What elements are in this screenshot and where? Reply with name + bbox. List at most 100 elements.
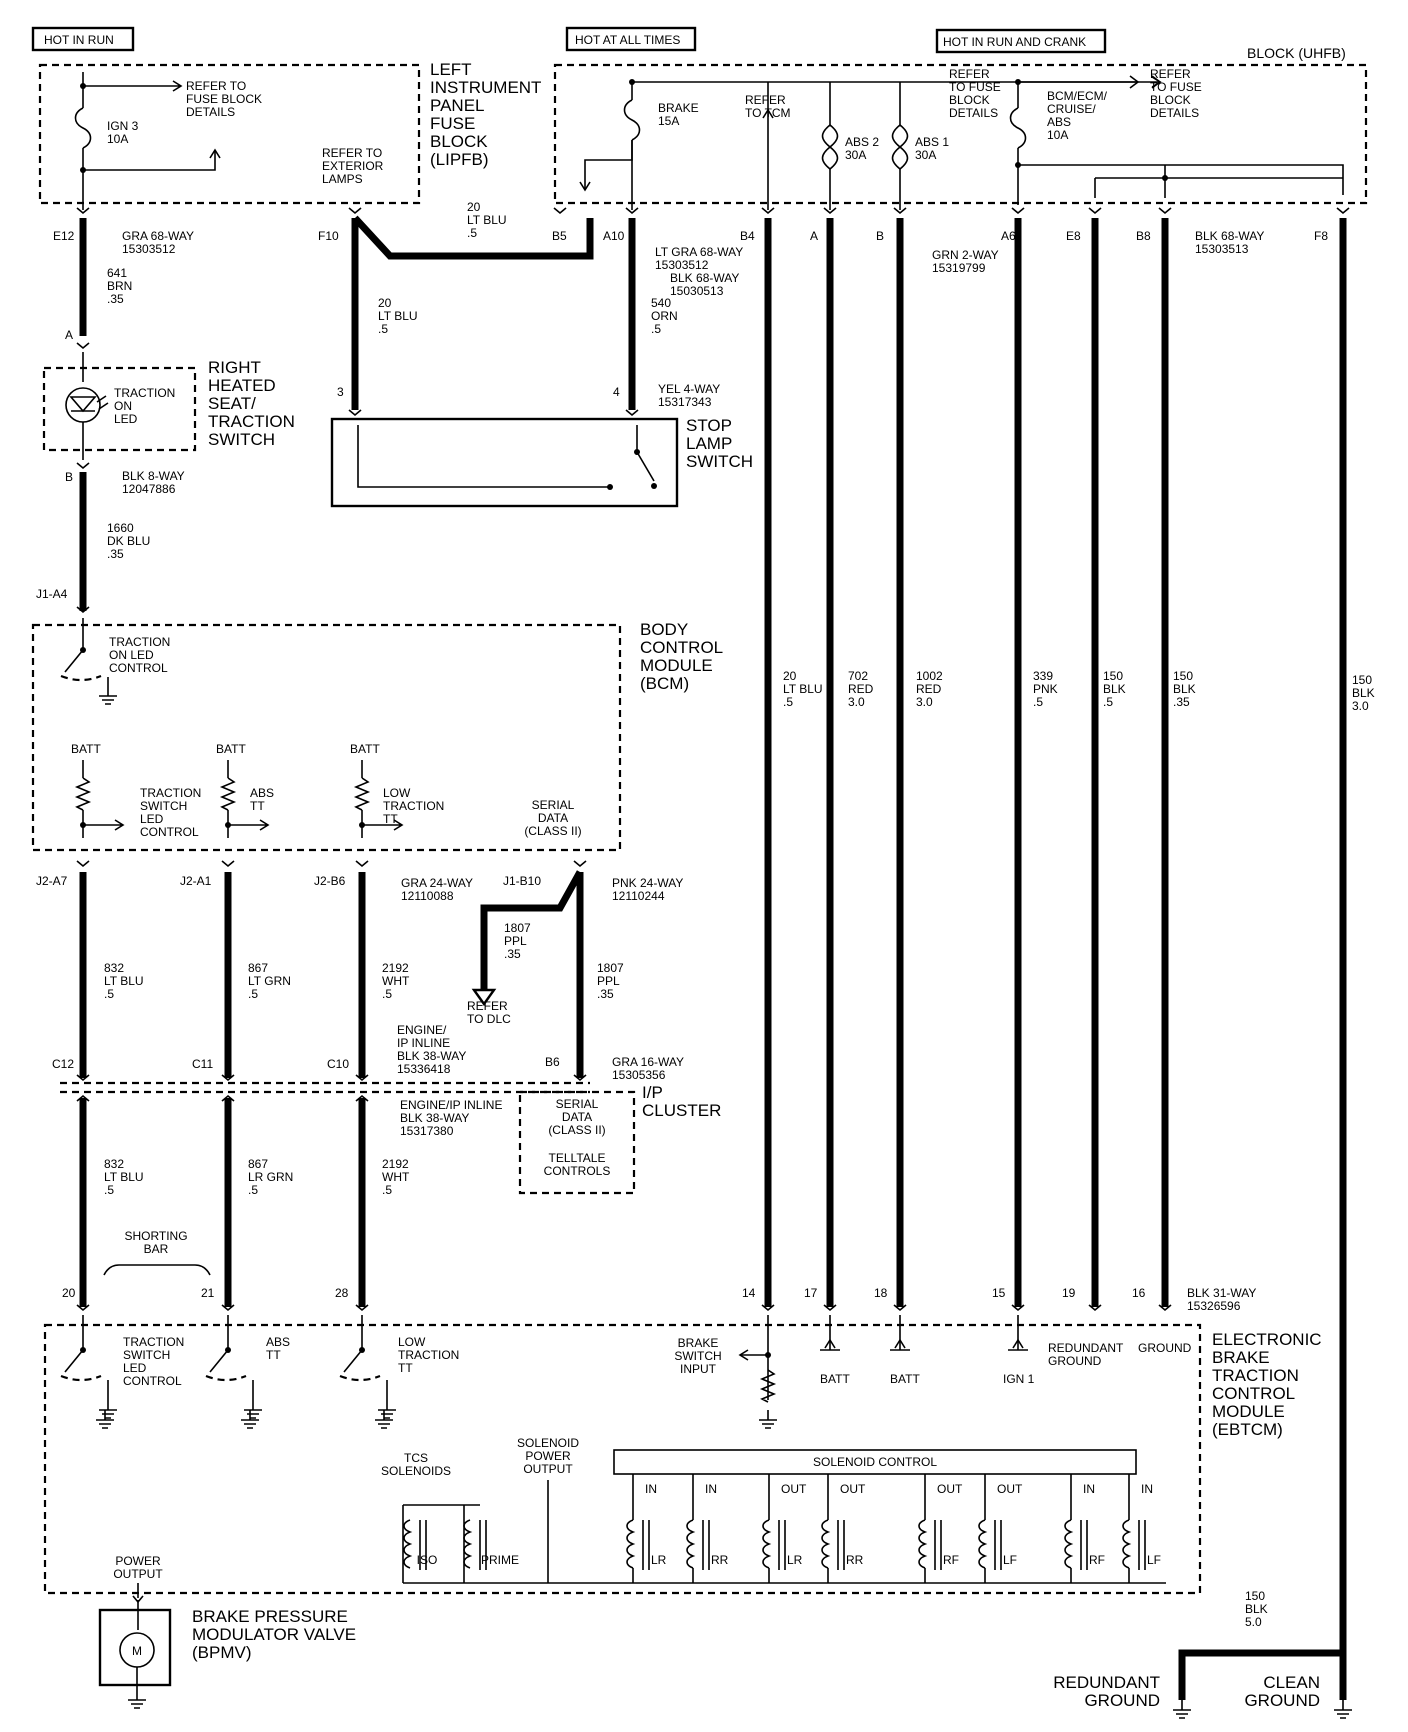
label-ebtcm-pins-8: 16 bbox=[1132, 1286, 1146, 1300]
label-line: SWITCH bbox=[674, 1349, 721, 1363]
label-ebtcm-wheels-3: RR bbox=[846, 1553, 864, 1567]
label-ebtcm-wheels-7: LF bbox=[1147, 1553, 1161, 1567]
stop-lamp-pin3-mark bbox=[348, 409, 362, 417]
top-connector-mark bbox=[76, 207, 90, 215]
seat-pin-b-mark bbox=[76, 462, 90, 470]
label-line: LEFT bbox=[430, 60, 472, 79]
label-inline-c10: C10 bbox=[327, 1057, 349, 1071]
label-line: 12110088 bbox=[401, 889, 454, 903]
label-line: A6 bbox=[1001, 229, 1016, 243]
label-line: .35 bbox=[1173, 695, 1190, 709]
label-line: 15303512 bbox=[122, 242, 176, 256]
seat-switch-outline bbox=[42, 366, 197, 452]
ebtcm-power-arrow bbox=[1012, 1338, 1024, 1349]
label-ebtcm-dir-6: IN bbox=[1083, 1482, 1095, 1496]
label-line: 12110244 bbox=[612, 889, 665, 903]
label-line: LR bbox=[787, 1553, 803, 1567]
label-line: TRACTION bbox=[383, 799, 444, 813]
label-line: MODULE bbox=[1212, 1402, 1285, 1421]
label-line: PPL bbox=[504, 934, 527, 948]
label-line: REFER bbox=[745, 93, 786, 107]
valve-solenoid-7-core bbox=[1138, 1520, 1146, 1570]
label-headers-hot_in_run: HOT IN RUN bbox=[44, 33, 114, 47]
top-connector-mark bbox=[1011, 207, 1025, 215]
label-line: SOLENOIDS bbox=[381, 1464, 451, 1478]
valve-solenoid-6-core bbox=[1080, 1520, 1088, 1570]
bcm-pullup-resistor bbox=[219, 777, 237, 811]
ebtcm-pin-mark bbox=[221, 1304, 235, 1312]
motor-label: M bbox=[132, 1644, 142, 1658]
inline-upper-mark bbox=[76, 1074, 90, 1082]
ebtcm-power-arrow bbox=[824, 1338, 836, 1349]
ebtcm-switch-ground bbox=[244, 1400, 262, 1419]
label-bcm-pins-3: J1-B10 bbox=[503, 874, 541, 888]
label-top_connectors-b4: B4 bbox=[740, 229, 755, 243]
label-line: .5 bbox=[783, 695, 793, 709]
label-line: PPL bbox=[597, 974, 620, 988]
label-line: 150 bbox=[1103, 669, 1123, 683]
top-connector-mark bbox=[553, 207, 567, 215]
label-line: 20 bbox=[783, 669, 797, 683]
label-line: CONTROL bbox=[140, 825, 199, 839]
label-line: SEAT/ bbox=[208, 394, 256, 413]
label-line: F8 bbox=[1314, 229, 1328, 243]
label-line: POWER bbox=[115, 1554, 161, 1568]
label-line: .5 bbox=[651, 322, 661, 336]
label-line: .35 bbox=[107, 547, 124, 561]
label-top_connectors-f8: F8 bbox=[1314, 229, 1328, 243]
label-line: J1-B10 bbox=[503, 874, 541, 888]
label-line: REFER bbox=[949, 67, 990, 81]
valve-solenoid-0 bbox=[626, 1519, 636, 1569]
label-line: TO FUSE bbox=[1150, 80, 1202, 94]
label-line: LT BLU bbox=[104, 1170, 144, 1184]
top-connector-mark bbox=[348, 207, 362, 215]
label-line: CLUSTER bbox=[642, 1101, 721, 1120]
label-line: LED bbox=[123, 1361, 147, 1375]
bpmv-box bbox=[98, 1608, 172, 1687]
label-line: GRN 2-WAY bbox=[932, 248, 999, 262]
label-line: ELECTRONIC bbox=[1212, 1330, 1322, 1349]
stop-lamp-switch-box bbox=[330, 417, 679, 508]
brake-input-resistor bbox=[759, 1369, 777, 1403]
label-line: 15326596 bbox=[1187, 1299, 1241, 1313]
label-ebtcm-dir-5: OUT bbox=[997, 1482, 1023, 1496]
valve-solenoid-5-core bbox=[994, 1520, 1002, 1570]
led-triangle bbox=[69, 396, 97, 413]
label-bcm-pin_j1a4: J1-A4 bbox=[36, 587, 68, 601]
label-line: 3.0 bbox=[1352, 699, 1369, 713]
label-line: LAMP bbox=[686, 434, 732, 453]
label-ebtcm-wheels-2: LR bbox=[787, 1553, 803, 1567]
cluster-pin-mark bbox=[573, 1074, 587, 1082]
label-line: GROUND bbox=[1244, 1691, 1320, 1710]
label-line: OUTPUT bbox=[523, 1462, 573, 1476]
label-line: LF bbox=[1003, 1553, 1017, 1567]
top-connector-mark bbox=[823, 207, 837, 215]
label-line: 4 bbox=[613, 385, 620, 399]
label-line: REFER TO bbox=[322, 146, 382, 160]
ebtcm-pin-mark bbox=[823, 1304, 837, 1312]
label-line: 21 bbox=[201, 1286, 215, 1300]
label-line: TT bbox=[266, 1348, 281, 1362]
label-ebtcm-dir-1: IN bbox=[705, 1482, 717, 1496]
label-line: 20 bbox=[467, 200, 481, 214]
label-line: 867 bbox=[248, 1157, 268, 1171]
refer-arrow-2 bbox=[1129, 75, 1140, 89]
label-line: 641 bbox=[107, 266, 127, 280]
label-line: LR GRN bbox=[248, 1170, 293, 1184]
label-line: 2192 bbox=[382, 961, 409, 975]
refer-tcm-arrow bbox=[762, 108, 774, 119]
label-ebtcm-pins-0: 20 bbox=[62, 1286, 76, 1300]
label-line: 28 bbox=[335, 1286, 349, 1300]
ebtcm-pin-mark bbox=[761, 1304, 775, 1312]
